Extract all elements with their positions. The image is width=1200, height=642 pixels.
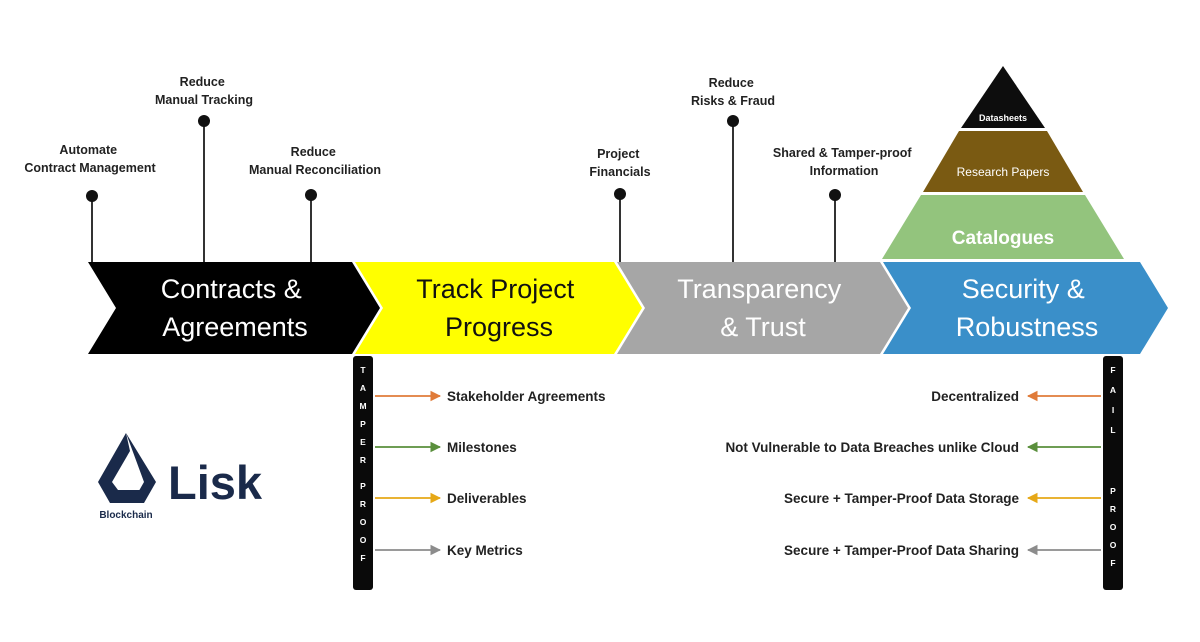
tamper-letter: P bbox=[360, 481, 366, 491]
fail-letter: A bbox=[1110, 385, 1116, 395]
chevron-security: Security & Robustness bbox=[883, 262, 1168, 354]
item-deliverables: Deliverables bbox=[447, 491, 527, 506]
pin-automate bbox=[86, 190, 98, 264]
tamper-letter: R bbox=[360, 455, 366, 465]
chevron-contracts: Contracts & Agreements bbox=[88, 262, 380, 354]
tamper-letter: M bbox=[359, 401, 366, 411]
pin-project-financials bbox=[614, 188, 626, 264]
pin-reduce-tracking bbox=[198, 115, 210, 264]
knowledge-pyramid: Datasheets Research Papers Catalogues bbox=[882, 66, 1124, 259]
annotation-reduce-reconciliation: Reduce Manual Reconciliation bbox=[249, 145, 381, 177]
item-key-metrics: Key Metrics bbox=[447, 543, 523, 558]
item-secure-storage: Secure + Tamper-Proof Data Storage bbox=[784, 491, 1019, 506]
chevron-track-progress: Track Project Progress bbox=[355, 262, 642, 354]
fail-letter: L bbox=[1110, 425, 1115, 435]
lisk-wordmark: Lisk bbox=[168, 456, 263, 509]
fail-letter: I bbox=[1112, 405, 1114, 415]
fail-letter: F bbox=[1110, 365, 1115, 375]
tamper-letter: F bbox=[360, 553, 365, 563]
fail-proof-bar: F A I L P R O O F bbox=[1103, 356, 1123, 590]
tamper-proof-bar: T A M P E R P R O O F bbox=[353, 356, 373, 590]
pyramid-middle bbox=[923, 131, 1083, 192]
tamper-letter: O bbox=[360, 535, 367, 545]
item-secure-sharing: Secure + Tamper-Proof Data Sharing bbox=[784, 543, 1019, 558]
item-milestones: Milestones bbox=[447, 440, 517, 455]
fail-letter: O bbox=[1110, 540, 1117, 550]
pyramid-top bbox=[961, 66, 1045, 128]
tamper-letter: P bbox=[360, 419, 366, 429]
pyramid-top-label: Datasheets bbox=[979, 113, 1027, 123]
item-stakeholder-agreements: Stakeholder Agreements bbox=[447, 389, 606, 404]
annotation-shared-info: Shared & Tamper-proof Information bbox=[773, 146, 915, 178]
chevron-contracts-label: Contracts & Agreements bbox=[161, 274, 310, 342]
fail-letter: O bbox=[1110, 522, 1117, 532]
tamper-letter: O bbox=[360, 517, 367, 527]
tamper-letter: E bbox=[360, 437, 366, 447]
pin-shared-info bbox=[829, 189, 841, 264]
fail-letter: F bbox=[1110, 558, 1115, 568]
annotation-reduce-tracking: Reduce Manual Tracking bbox=[155, 75, 253, 107]
lisk-tagline: Blockchain bbox=[99, 510, 152, 521]
lisk-mark-icon bbox=[98, 433, 156, 503]
pyramid-bottom bbox=[882, 195, 1124, 259]
chevron-transparency: Transparency & Trust bbox=[617, 262, 908, 354]
item-not-vulnerable: Not Vulnerable to Data Breaches unlike C… bbox=[725, 440, 1019, 455]
tamper-letter: R bbox=[360, 499, 366, 509]
tamper-letter: T bbox=[360, 365, 366, 375]
fail-letter: P bbox=[1110, 486, 1116, 496]
chevron-transparency-label: Transparency & Trust bbox=[677, 274, 849, 342]
item-decentralized: Decentralized bbox=[931, 389, 1019, 404]
annotation-automate: Automate Contract Management bbox=[24, 143, 156, 175]
tamper-letter: A bbox=[360, 383, 366, 393]
pyramid-bottom-label: Catalogues bbox=[952, 228, 1054, 249]
fail-letter: R bbox=[1110, 504, 1116, 514]
chevron-track-progress-label: Track Project Progress bbox=[416, 274, 582, 342]
lisk-logo: Lisk Blockchain bbox=[98, 433, 263, 521]
annotation-project-financials: Project Financials bbox=[589, 147, 650, 179]
annotation-reduce-risks: Reduce Risks & Fraud bbox=[691, 76, 775, 108]
pyramid-middle-label: Research Papers bbox=[957, 165, 1050, 179]
pin-reduce-reconciliation bbox=[305, 189, 317, 264]
pin-reduce-risks bbox=[727, 115, 739, 264]
chevron-security-label: Security & Robustness bbox=[956, 274, 1099, 342]
